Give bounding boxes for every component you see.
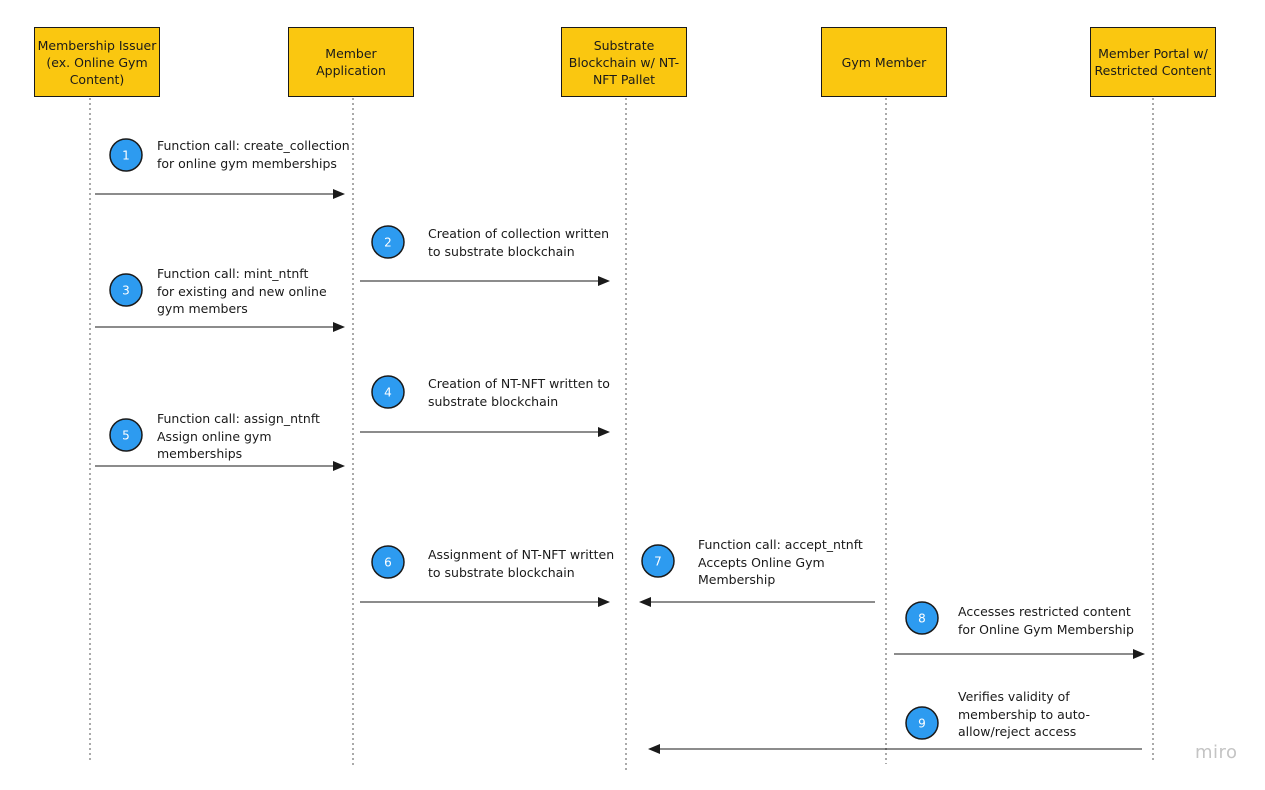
message-3-line-3: gym members — [157, 301, 248, 316]
message-label-8: Accesses restricted content for Online G… — [958, 603, 1134, 638]
message-1-line-1: Function call: create_collection — [157, 138, 350, 153]
actor-member-portal[interactable]: Member Portal w/ Restricted Content — [1090, 27, 1216, 97]
step-number-4: 4 — [384, 386, 392, 400]
message-5-line-2: Assign online gym — [157, 428, 272, 444]
actor-substrate-blockchain[interactable]: Substrate Blockchain w/ NT-NFT Pallet — [561, 27, 687, 97]
message-9-line-1: Verifies validity of — [958, 689, 1070, 704]
actor-member-application[interactable]: Member Application — [288, 27, 414, 97]
step-badge-9: 9 — [905, 706, 939, 740]
actor-membership-issuer[interactable]: Membership Issuer (ex. Online Gym Conten… — [34, 27, 160, 97]
message-7-line-1: Function call: accept_ntnft — [698, 537, 863, 552]
actor-label-issuer: Membership Issuer (ex. Online Gym Conten… — [37, 37, 157, 87]
message-label-2: Creation of collection written to substr… — [428, 225, 609, 260]
actor-label-app: Member Application — [316, 46, 386, 78]
message-2-line-1: Creation of collection written — [428, 226, 610, 241]
message-label-6: Assignment of NT-NFT written to substrat… — [428, 546, 614, 581]
message-7-line-2: Accepts Online Gym — [698, 554, 825, 570]
actor-gym-member[interactable]: Gym Member — [821, 27, 947, 97]
step-number-7: 7 — [654, 555, 662, 569]
step-number-6: 6 — [384, 556, 392, 570]
message-3-line-1: Function call: mint_ntnft — [157, 266, 309, 281]
message-3-line-2: for existing and new online — [157, 283, 327, 299]
message-9-line-2: membership to auto- — [958, 706, 1091, 722]
step-number-3: 3 — [122, 284, 130, 298]
step-badge-5: 5 — [109, 418, 143, 452]
message-8-line-1: Accesses restricted content — [958, 604, 1131, 619]
step-number-8: 8 — [918, 612, 926, 626]
message-label-3: Function call: mint_ntnft for existing a… — [157, 265, 327, 318]
message-8-line-2: for Online Gym Membership — [958, 621, 1134, 637]
message-label-4: Creation of NT-NFT written to substrate … — [428, 375, 610, 410]
step-badge-3: 3 — [109, 273, 143, 307]
message-1-line-2: for online gym memberships — [157, 155, 337, 171]
message-4-line-2: substrate blockchain — [428, 393, 559, 409]
step-badge-7: 7 — [641, 544, 675, 578]
step-number-5: 5 — [122, 429, 130, 443]
message-5-line-3: memberships — [157, 446, 243, 461]
message-label-5: Function call: assign_ntnft Assign onlin… — [157, 410, 320, 463]
step-number-9: 9 — [918, 717, 926, 731]
message-9-line-3: allow/reject access — [958, 724, 1077, 739]
message-2-line-2: to substrate blockchain — [428, 243, 575, 259]
step-badge-2: 2 — [371, 225, 405, 259]
message-label-7: Function call: accept_ntnft Accepts Onli… — [698, 536, 863, 589]
step-badge-8: 8 — [905, 601, 939, 635]
message-label-9: Verifies validity of membership to auto-… — [958, 688, 1090, 741]
actor-label-chain: Substrate Blockchain w/ NT-NFT Pallet — [568, 37, 680, 87]
message-4-line-1: Creation of NT-NFT written to — [428, 376, 610, 391]
step-badge-6: 6 — [371, 545, 405, 579]
step-badge-1: 1 — [109, 138, 143, 172]
step-number-2: 2 — [384, 236, 392, 250]
message-6-line-1: Assignment of NT-NFT written — [428, 547, 615, 562]
message-7-line-3: Membership — [698, 572, 776, 587]
miro-watermark: miro — [1195, 742, 1238, 763]
message-6-line-2: to substrate blockchain — [428, 564, 575, 580]
actor-label-member: Gym Member — [841, 54, 927, 70]
step-badge-4: 4 — [371, 375, 405, 409]
message-5-line-1: Function call: assign_ntnft — [157, 411, 320, 426]
step-number-1: 1 — [122, 149, 130, 163]
message-label-1: Function call: create_collection for onl… — [157, 137, 350, 172]
actor-label-portal: Member Portal w/ Restricted Content — [1094, 46, 1212, 78]
